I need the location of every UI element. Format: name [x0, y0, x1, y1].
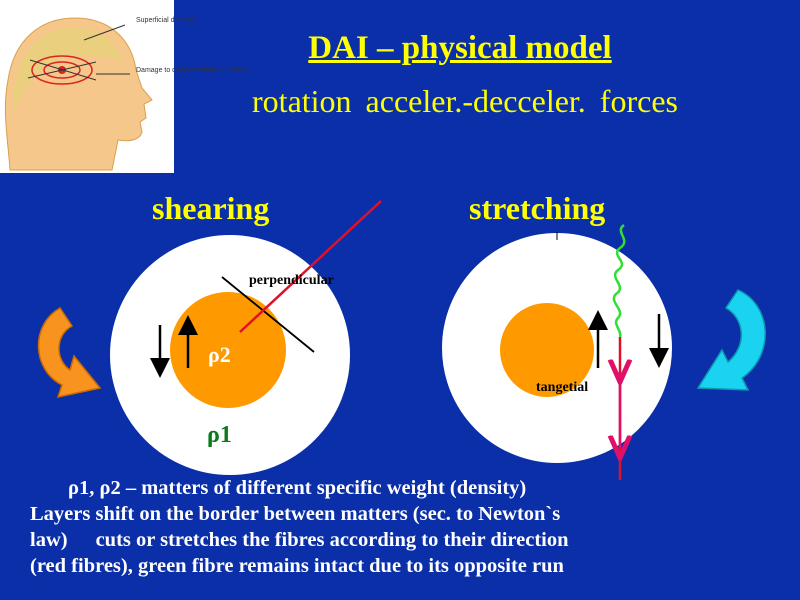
label-rho2: ρ2	[208, 342, 231, 367]
label-superficial: Superficial damage	[136, 17, 196, 24]
page-subtitle: rotation acceler.-decceler. forces	[180, 83, 750, 120]
caption: ρ1, ρ2 – matters of different specific w…	[30, 475, 790, 579]
stretching-diagram	[441, 225, 673, 480]
caption-line-4: (red fibres), green fibre remains intact…	[30, 553, 790, 579]
rotation-arrow-left-icon	[38, 308, 100, 397]
caption-line-3b: cuts or stretches the fibres according t…	[96, 529, 569, 551]
caption-line-3a: law)	[30, 529, 68, 551]
label-deep: Damage to deep cerebral structures	[136, 67, 248, 74]
label-superficial-text: Superficial damage	[136, 17, 196, 24]
label-tangetial: tangetial	[536, 380, 588, 395]
heading-stretching: stretching	[469, 190, 605, 227]
caption-line-3: law) cuts or stretches the fibres accordi…	[30, 527, 790, 553]
label-rho1: ρ1	[207, 422, 232, 448]
label-deep-text: Damage to deep cerebral structures	[136, 67, 248, 74]
caption-line-1: ρ1, ρ2 – matters of different specific w…	[30, 475, 790, 501]
shearing-diagram	[109, 201, 381, 476]
rotation-arrow-right-icon	[698, 290, 765, 390]
label-perpendicular: perpendicular	[249, 273, 334, 288]
heading-shearing: shearing	[152, 190, 269, 227]
caption-line-2: Layers shift on the border between matte…	[30, 501, 790, 527]
page-title: DAI – physical model	[200, 30, 720, 67]
